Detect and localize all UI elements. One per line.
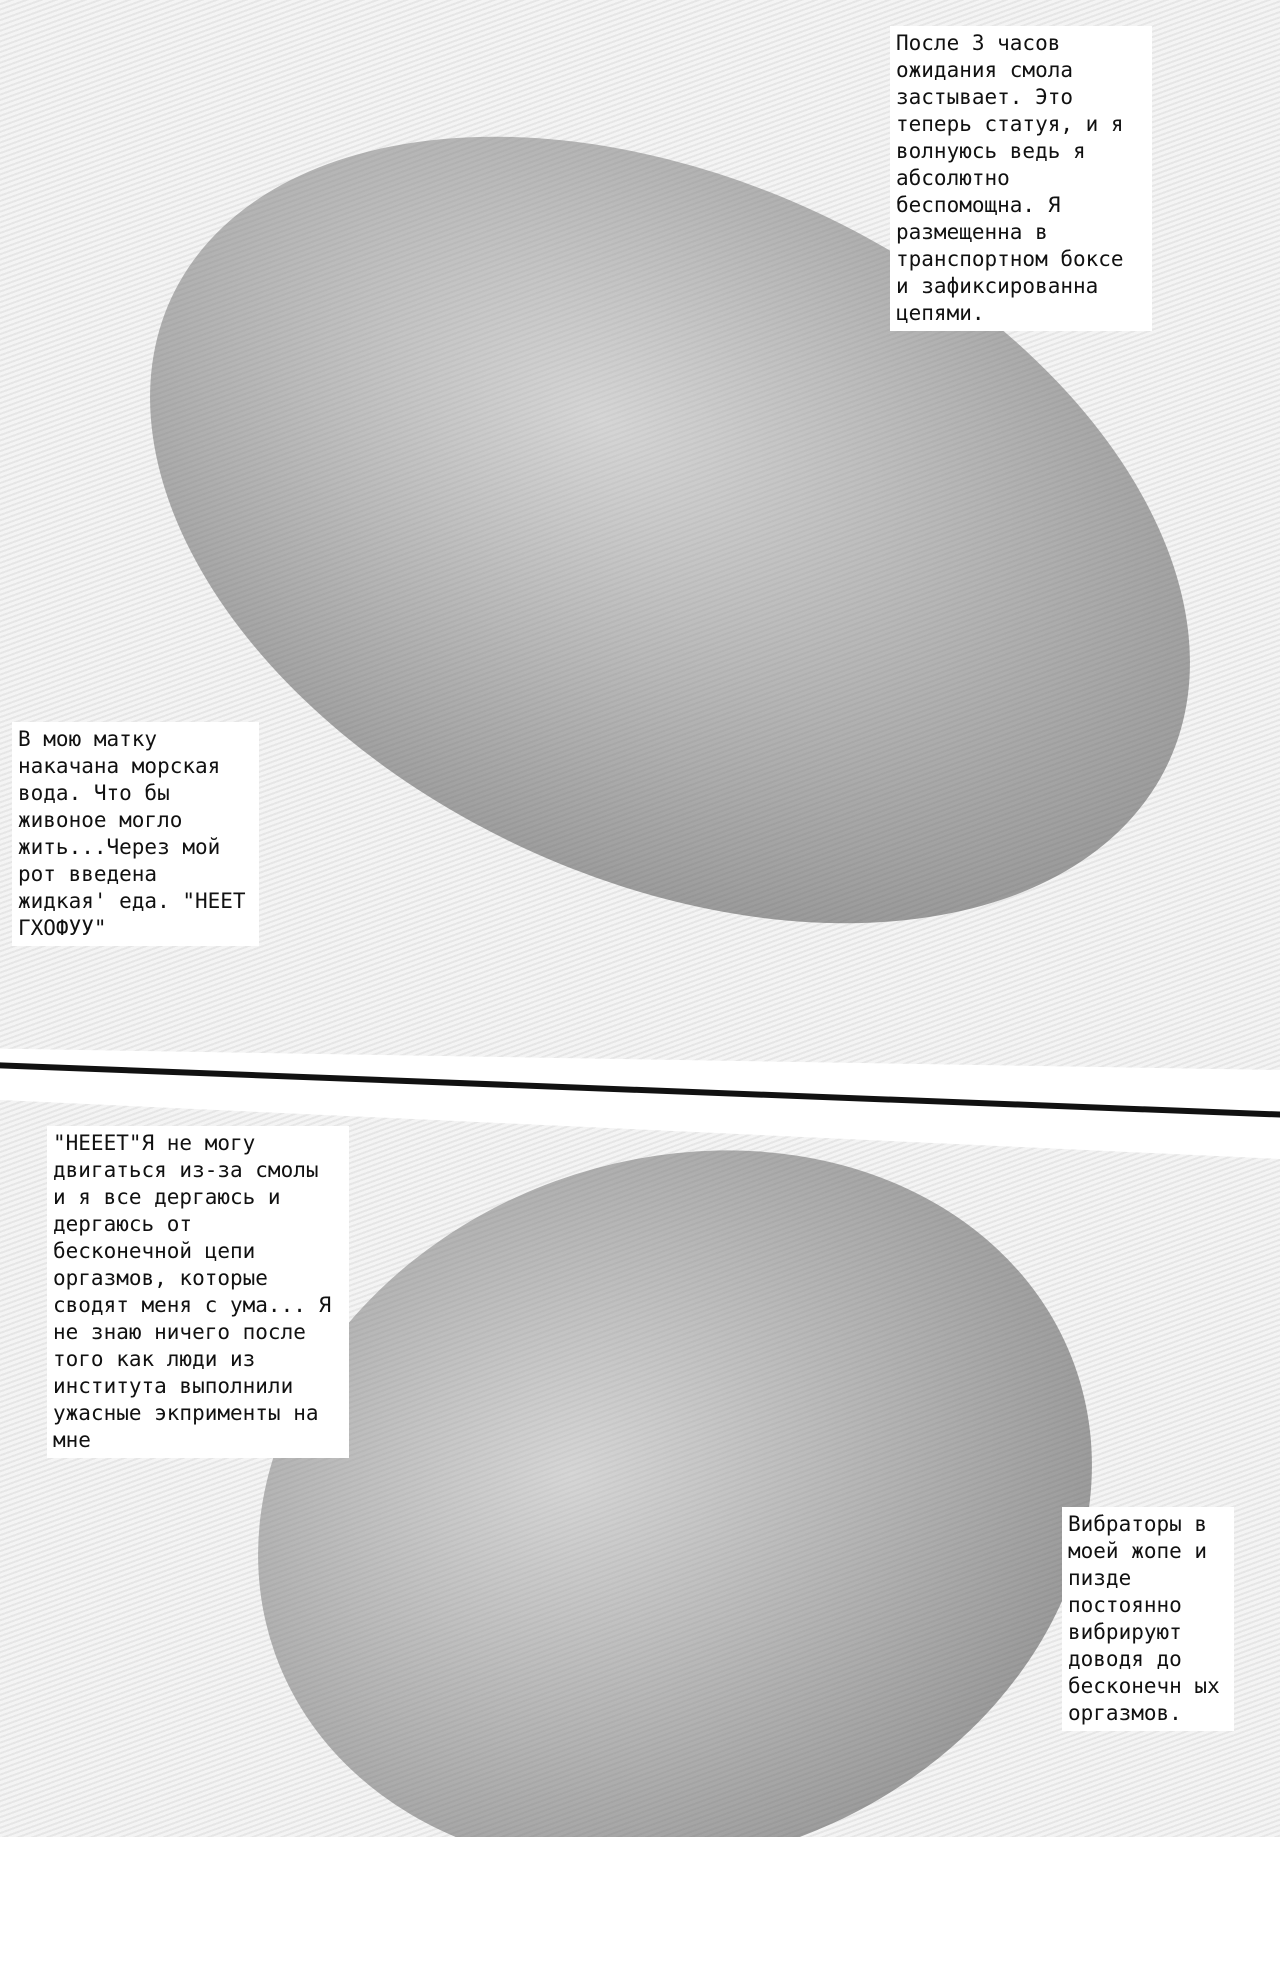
caption-box: Вибраторы в моей жопе и пизде постоянно …: [1062, 1507, 1234, 1731]
caption-box: После 3 часов ожидания смола застывает. …: [890, 26, 1152, 331]
caption-box: В мою матку накачана морская вода. Что б…: [12, 722, 259, 946]
caption-box: "НЕЕЕТ"Я не могу двигаться из-за смолы и…: [47, 1126, 349, 1458]
